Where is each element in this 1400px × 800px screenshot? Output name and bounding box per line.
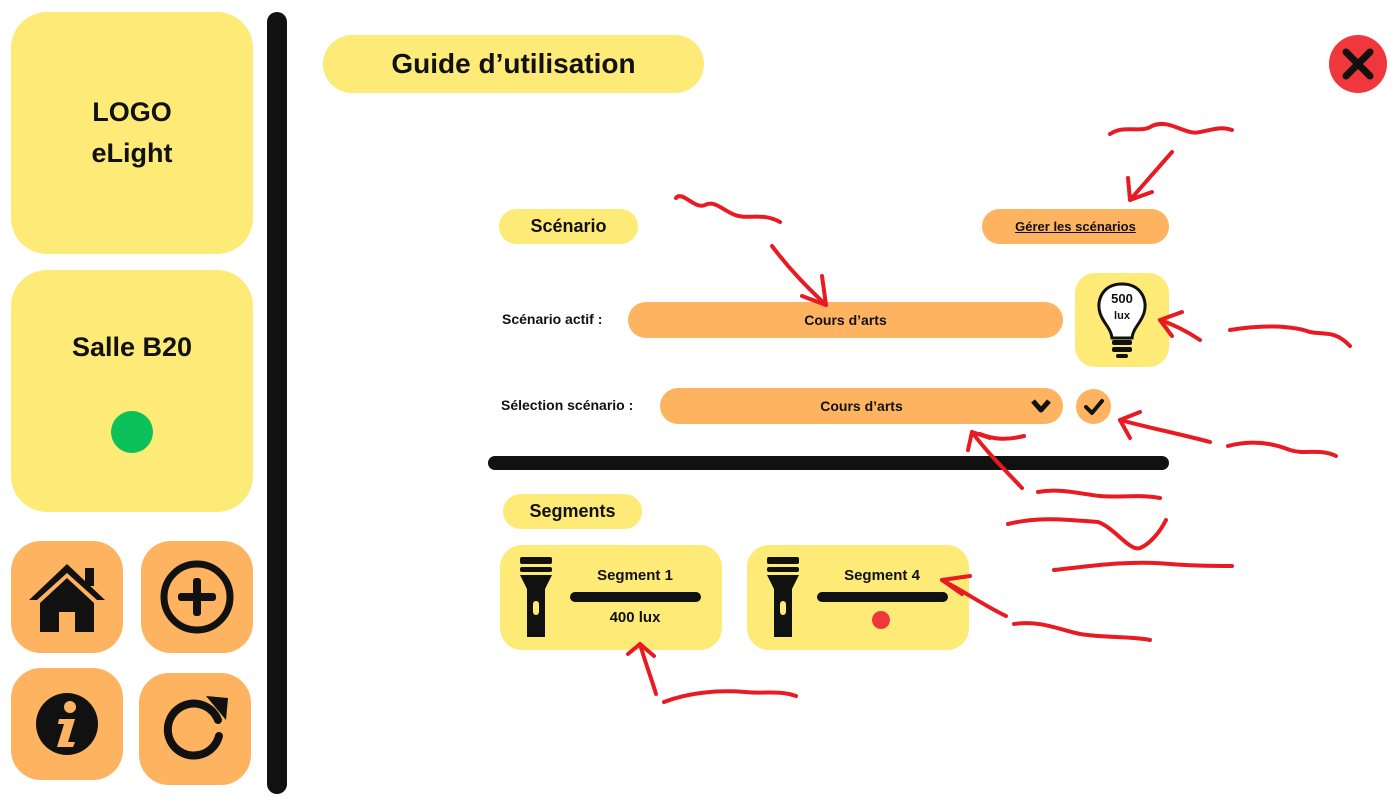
logo-card: LOGO eLight [11,12,253,254]
active-scenario-field: Cours d’arts [628,302,1063,338]
bulb-lux-value: 500 [1111,291,1133,306]
active-scenario-label: Scénario actif : [502,311,603,327]
room-name: Salle B20 [71,332,193,362]
status-dot [111,411,153,453]
segment-lux-value: 400 lux [609,609,661,626]
flashlight-icon [767,557,799,637]
light-level-card: 500 lux [1075,273,1169,367]
room-card: Salle B20 [11,270,253,512]
scenario-select[interactable]: Cours d’arts [660,388,1063,424]
chevron-down-icon [1031,399,1051,413]
info-button[interactable] [11,668,123,780]
segment-name: Segment 4 [844,567,920,584]
segment-error-dot [872,611,890,629]
page-title: Guide d’utilisation [323,35,704,93]
add-button[interactable] [141,541,253,653]
close-button[interactable] [1329,35,1387,93]
manage-scenarios-link[interactable]: Gérer les scénarios [982,209,1169,244]
segment-level-bar [817,592,948,602]
bulb-lux-unit: lux [1114,310,1130,322]
logo-line2: eLight [91,138,173,168]
segment-card[interactable]: Segment 1 400 lux [500,545,722,650]
scenario-section-label: Scénario [499,209,638,244]
add-icon [160,560,234,634]
info-icon [36,693,98,755]
segments-section-label: Segments [503,494,642,529]
checkmark-icon [1083,398,1104,415]
sidebar-divider [267,12,287,794]
segment-card[interactable]: Segment 4 [747,545,969,650]
segment-level-bar [570,592,701,602]
confirm-button[interactable] [1076,389,1111,424]
refresh-icon [163,696,228,760]
close-icon [1342,48,1374,80]
flashlight-icon [520,557,552,637]
scenario-select-value: Cours d’arts [820,398,903,414]
logo-line1: LOGO [92,97,172,127]
select-scenario-label: Sélection scénario : [501,397,634,413]
lightbulb-icon [1097,282,1147,358]
segment-name: Segment 1 [597,567,673,584]
home-button[interactable] [11,541,123,653]
section-divider [488,456,1169,470]
refresh-button[interactable] [139,673,251,785]
home-icon [29,564,105,632]
